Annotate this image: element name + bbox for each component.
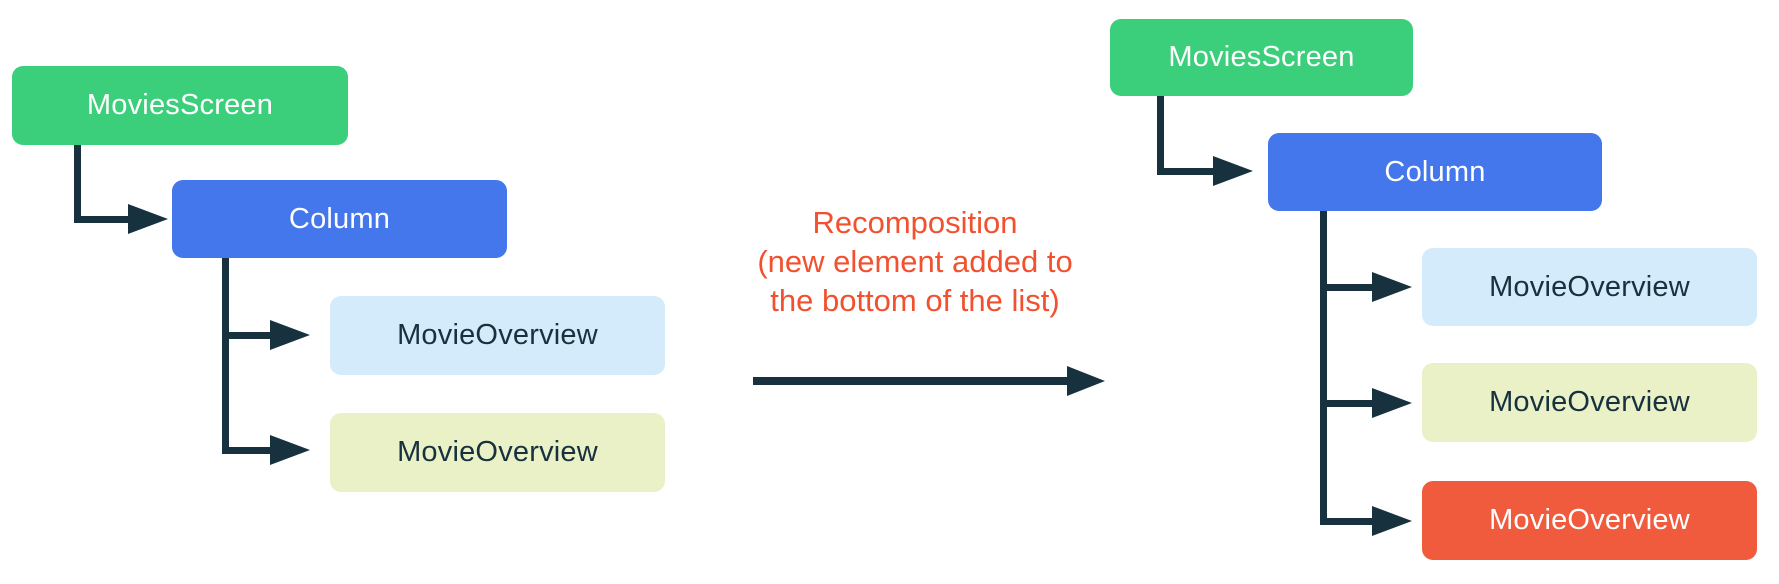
arrowhead-icon bbox=[270, 435, 310, 465]
before-tree-child1-node: MovieOverview bbox=[330, 296, 665, 375]
connector-before-root-horizontal bbox=[74, 216, 128, 223]
after-tree-child3-new-node: MovieOverview bbox=[1422, 481, 1757, 560]
arrowhead-icon bbox=[1067, 366, 1105, 396]
arrowhead-icon bbox=[270, 320, 310, 350]
arrowhead-icon bbox=[1372, 506, 1412, 536]
connector-before-child1-horizontal bbox=[222, 332, 272, 339]
after-tree-column-node: Column bbox=[1268, 133, 1602, 211]
node-label: Column bbox=[288, 202, 391, 235]
connector-before-root-vertical bbox=[74, 145, 81, 223]
recomposition-label-line2: (new element added to bbox=[757, 244, 1073, 279]
arrowhead-icon bbox=[128, 204, 168, 234]
recomposition-arrow-line bbox=[753, 377, 1070, 385]
arrowhead-icon bbox=[1372, 272, 1412, 302]
node-label: MovieOverview bbox=[1489, 386, 1690, 418]
node-label: MoviesScreen bbox=[86, 89, 274, 121]
node-label: MovieOverview bbox=[397, 319, 598, 351]
node-label: Column bbox=[1384, 155, 1486, 188]
node-label: MoviesScreen bbox=[1168, 41, 1355, 73]
connector-after-root-vertical bbox=[1157, 96, 1164, 175]
node-label: MovieOverview bbox=[1489, 270, 1690, 303]
connector-before-column-vertical bbox=[222, 258, 229, 454]
connector-after-child3-horizontal bbox=[1320, 518, 1372, 525]
after-tree-root-node: MoviesScreen bbox=[1110, 19, 1413, 96]
after-tree-child1-node: MovieOverview bbox=[1422, 248, 1757, 326]
before-tree-root-node: MoviesScreen bbox=[12, 66, 348, 145]
before-tree-column-node: Column bbox=[172, 180, 507, 258]
node-label: MovieOverview bbox=[1489, 504, 1690, 536]
connector-before-child2-horizontal bbox=[222, 447, 272, 454]
arrowhead-icon bbox=[1372, 388, 1412, 418]
recomposition-label-line3: the bottom of the list) bbox=[770, 283, 1060, 318]
connector-after-root-horizontal bbox=[1157, 168, 1213, 175]
before-tree-child2-node: MovieOverview bbox=[330, 413, 665, 492]
node-label: MovieOverview bbox=[397, 436, 598, 468]
recomposition-label-line1: Recomposition bbox=[812, 205, 1018, 240]
arrowhead-icon bbox=[1213, 156, 1253, 186]
connector-after-child1-horizontal bbox=[1320, 284, 1372, 291]
connector-after-child2-horizontal bbox=[1320, 400, 1372, 407]
connector-after-column-vertical bbox=[1320, 211, 1327, 525]
after-tree-child2-node: MovieOverview bbox=[1422, 363, 1757, 442]
recomposition-label: Recomposition (new element added to the … bbox=[615, 203, 1215, 320]
